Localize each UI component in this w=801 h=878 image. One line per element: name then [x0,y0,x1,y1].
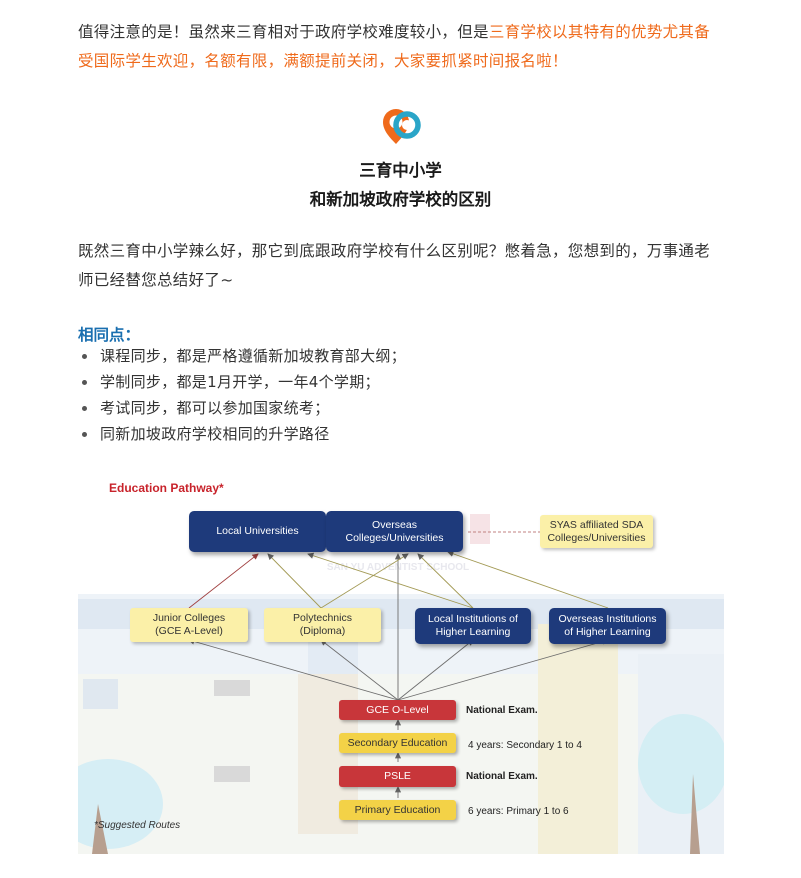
list-item: 考试同步，都可以参加国家统考； [78,395,406,421]
intro-highlight-text: 三育学校以其特有的优势尤其备受国际学生欢迎，名额有限，满额提前关闭，大家要抓紧时… [78,23,711,70]
education-pathway-figure: SAN YU ADVENTIST SCHOOL Education Pathwa… [78,474,724,854]
secondary-note: 4 years: Secondary 1 to 4 [468,740,582,751]
primary-education-box: Primary Education [339,800,456,820]
bullet-icon [82,432,87,437]
bullet-icon [82,354,87,359]
overseas-colleges-box: Overseas Colleges/Universities [326,511,463,552]
overseas-institutions-box: Overseas Institutions of Higher Learning [549,608,666,644]
gce-o-level-box: GCE O-Level [339,700,456,720]
junior-colleges-box: Junior Colleges (GCE A-Level) [130,608,248,642]
question-paragraph: 既然三育中小学辣么好，那它到底跟政府学校有什么区别呢？憋着急，您想到的，万事通老… [78,242,711,289]
bullet-icon [82,406,87,411]
list-item-text: 课程同步，都是严格遵循新加坡教育部大纲； [100,347,407,365]
polytechnics-box: Polytechnics (Diploma) [264,608,381,642]
local-universities-box: Local Universities [189,511,326,552]
list-item: 同新加坡政府学校相同的升学路径 [78,421,406,447]
similarities-heading: 相同点： [78,326,141,344]
sanyu-logo-icon [383,109,421,144]
intro-paragraph: 值得注意的是！虽然来三育相对于政府学校难度较小，但是三育学校以其特有的优势尤其备… [78,18,724,76]
gce-note: National Exam. [466,705,538,716]
footnote: *Suggested Routes [94,820,181,831]
psle-note: National Exam. [466,771,538,782]
list-item-text: 同新加坡政府学校相同的升学路径 [100,425,330,443]
list-item-text: 考试同步，都可以参加国家统考； [100,399,330,417]
list-item-text: 学制同步，都是1月开学，一年4个学期； [100,373,380,391]
list-item: 学制同步，都是1月开学，一年4个学期； [78,369,406,395]
psle-box: PSLE [339,766,456,787]
figure-title: Education Pathway* [109,481,224,495]
list-item: 课程同步，都是严格遵循新加坡教育部大纲； [78,343,406,369]
section-title-line2: 和新加坡政府学校的区别 [309,190,492,209]
bullet-icon [82,380,87,385]
local-institutions-box: Local Institutions of Higher Learning [415,608,531,644]
section-title-line1: 三育中小学 [359,161,442,180]
syas-affiliated-box: SYAS affiliated SDA Colleges/Universitie… [540,515,653,548]
secondary-education-box: Secondary Education [339,733,456,753]
primary-note: 6 years: Primary 1 to 6 [468,806,569,817]
intro-text: 值得注意的是！虽然来三育相对于政府学校难度较小，但是 [78,23,489,41]
similarities-list: 课程同步，都是严格遵循新加坡教育部大纲； 学制同步，都是1月开学，一年4个学期；… [78,343,406,447]
